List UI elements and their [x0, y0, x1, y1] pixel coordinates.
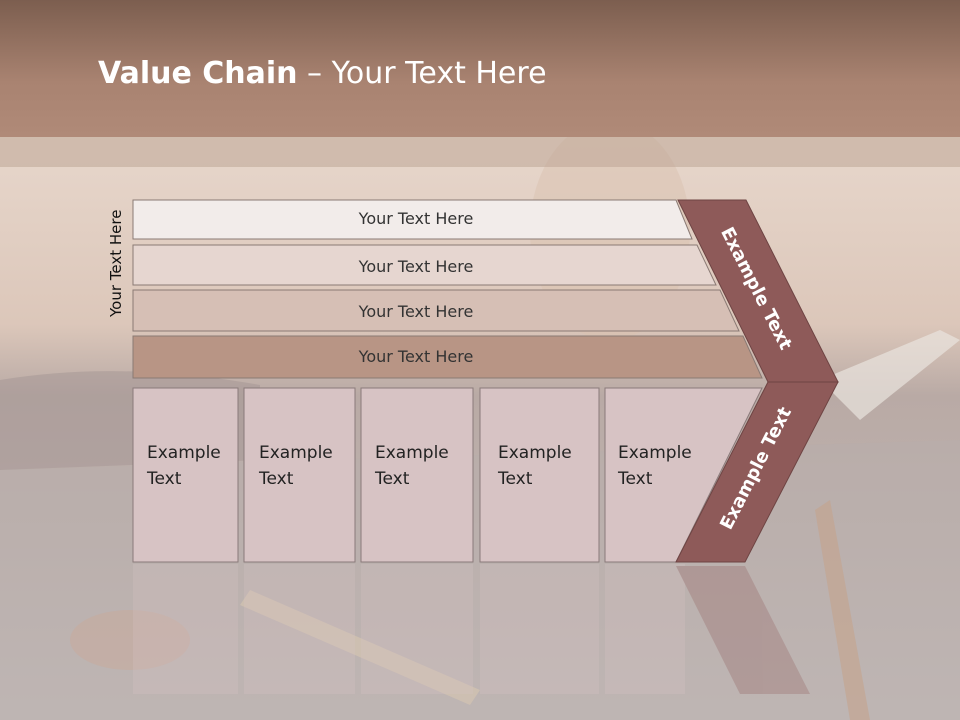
- row-label-3: Your Text Here: [358, 302, 474, 321]
- row-label-4: Your Text Here: [358, 347, 474, 366]
- cell-line: Example: [618, 443, 692, 463]
- cell-line: Example: [147, 443, 221, 463]
- row-bar-1[interactable]: [132, 199, 693, 240]
- cell-line: Example: [259, 443, 333, 463]
- cell-line: Text: [259, 469, 294, 489]
- cell-line: Example: [498, 443, 572, 463]
- title-bar: [0, 0, 960, 137]
- cell-line: Text: [618, 469, 653, 489]
- diagram-reflection: [133, 564, 810, 694]
- arrow-bottom[interactable]: [675, 381, 839, 563]
- cell-line: Text: [147, 469, 182, 489]
- vertical-label: Your Text Here: [107, 209, 125, 317]
- row-label-1: Your Text Here: [358, 209, 474, 228]
- cell-2[interactable]: [243, 387, 356, 563]
- title-rest: – Your Text Here: [297, 56, 547, 91]
- cell-4[interactable]: [479, 387, 600, 563]
- row-bar-2[interactable]: [132, 244, 717, 286]
- title-bold: Value Chain: [98, 56, 298, 91]
- cell-line: Text: [375, 469, 410, 489]
- row-bar-4[interactable]: [132, 335, 763, 379]
- cell-line: Example: [375, 443, 449, 463]
- cell-line: Text: [498, 469, 533, 489]
- title-band: [0, 137, 960, 167]
- row-label-2: Your Text Here: [358, 257, 474, 276]
- cell-3[interactable]: [360, 387, 474, 563]
- cell-1[interactable]: [132, 387, 239, 563]
- row-bar-3[interactable]: [132, 289, 740, 332]
- slide-title[interactable]: Value Chain – Your Text Here: [98, 56, 547, 91]
